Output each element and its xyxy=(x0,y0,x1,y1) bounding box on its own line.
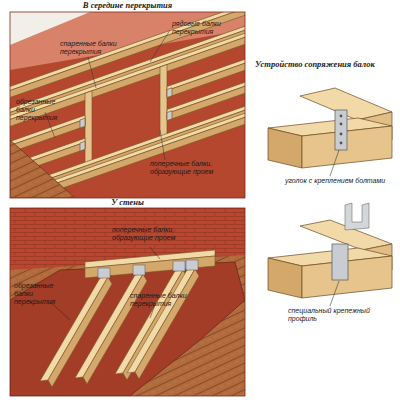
part-label: поперечные балки, образующие проем xyxy=(112,226,184,242)
part-label: специальный крепежный профиль xyxy=(288,307,372,323)
panel-heading: В середине перекрытия xyxy=(10,1,245,11)
leader-lines xyxy=(48,247,160,320)
angle-joint xyxy=(268,88,392,176)
part-label: уголок с креплением болтами xyxy=(285,177,397,185)
panel-heading: У стены xyxy=(10,198,245,208)
part-label: рядовые балки перекрытия xyxy=(172,20,232,36)
joists xyxy=(40,269,199,387)
hangers xyxy=(98,260,198,278)
panel-frame xyxy=(10,208,245,396)
profile-joint xyxy=(268,203,392,306)
section-heading: Устройство сопряжения балок xyxy=(255,60,397,70)
part-label: поперечные балки, образующие проем xyxy=(150,160,230,176)
part-label: обрезанные балки перекрытия xyxy=(14,282,69,306)
leader-lines xyxy=(45,30,170,160)
joists xyxy=(10,12,245,198)
wall-ground xyxy=(10,208,245,396)
mid-floor-scene xyxy=(10,12,245,198)
floor-cutaway xyxy=(10,262,245,396)
panel-frame xyxy=(10,12,245,198)
part-label: спаренные балки перекрытия xyxy=(130,292,192,308)
floor-boards xyxy=(10,140,75,198)
floor-boards xyxy=(10,255,245,396)
wall-scene xyxy=(10,208,245,396)
part-label: спаренные балки перекрытия xyxy=(60,40,120,56)
part-label: обрезанные балки перекрытия xyxy=(16,98,68,122)
